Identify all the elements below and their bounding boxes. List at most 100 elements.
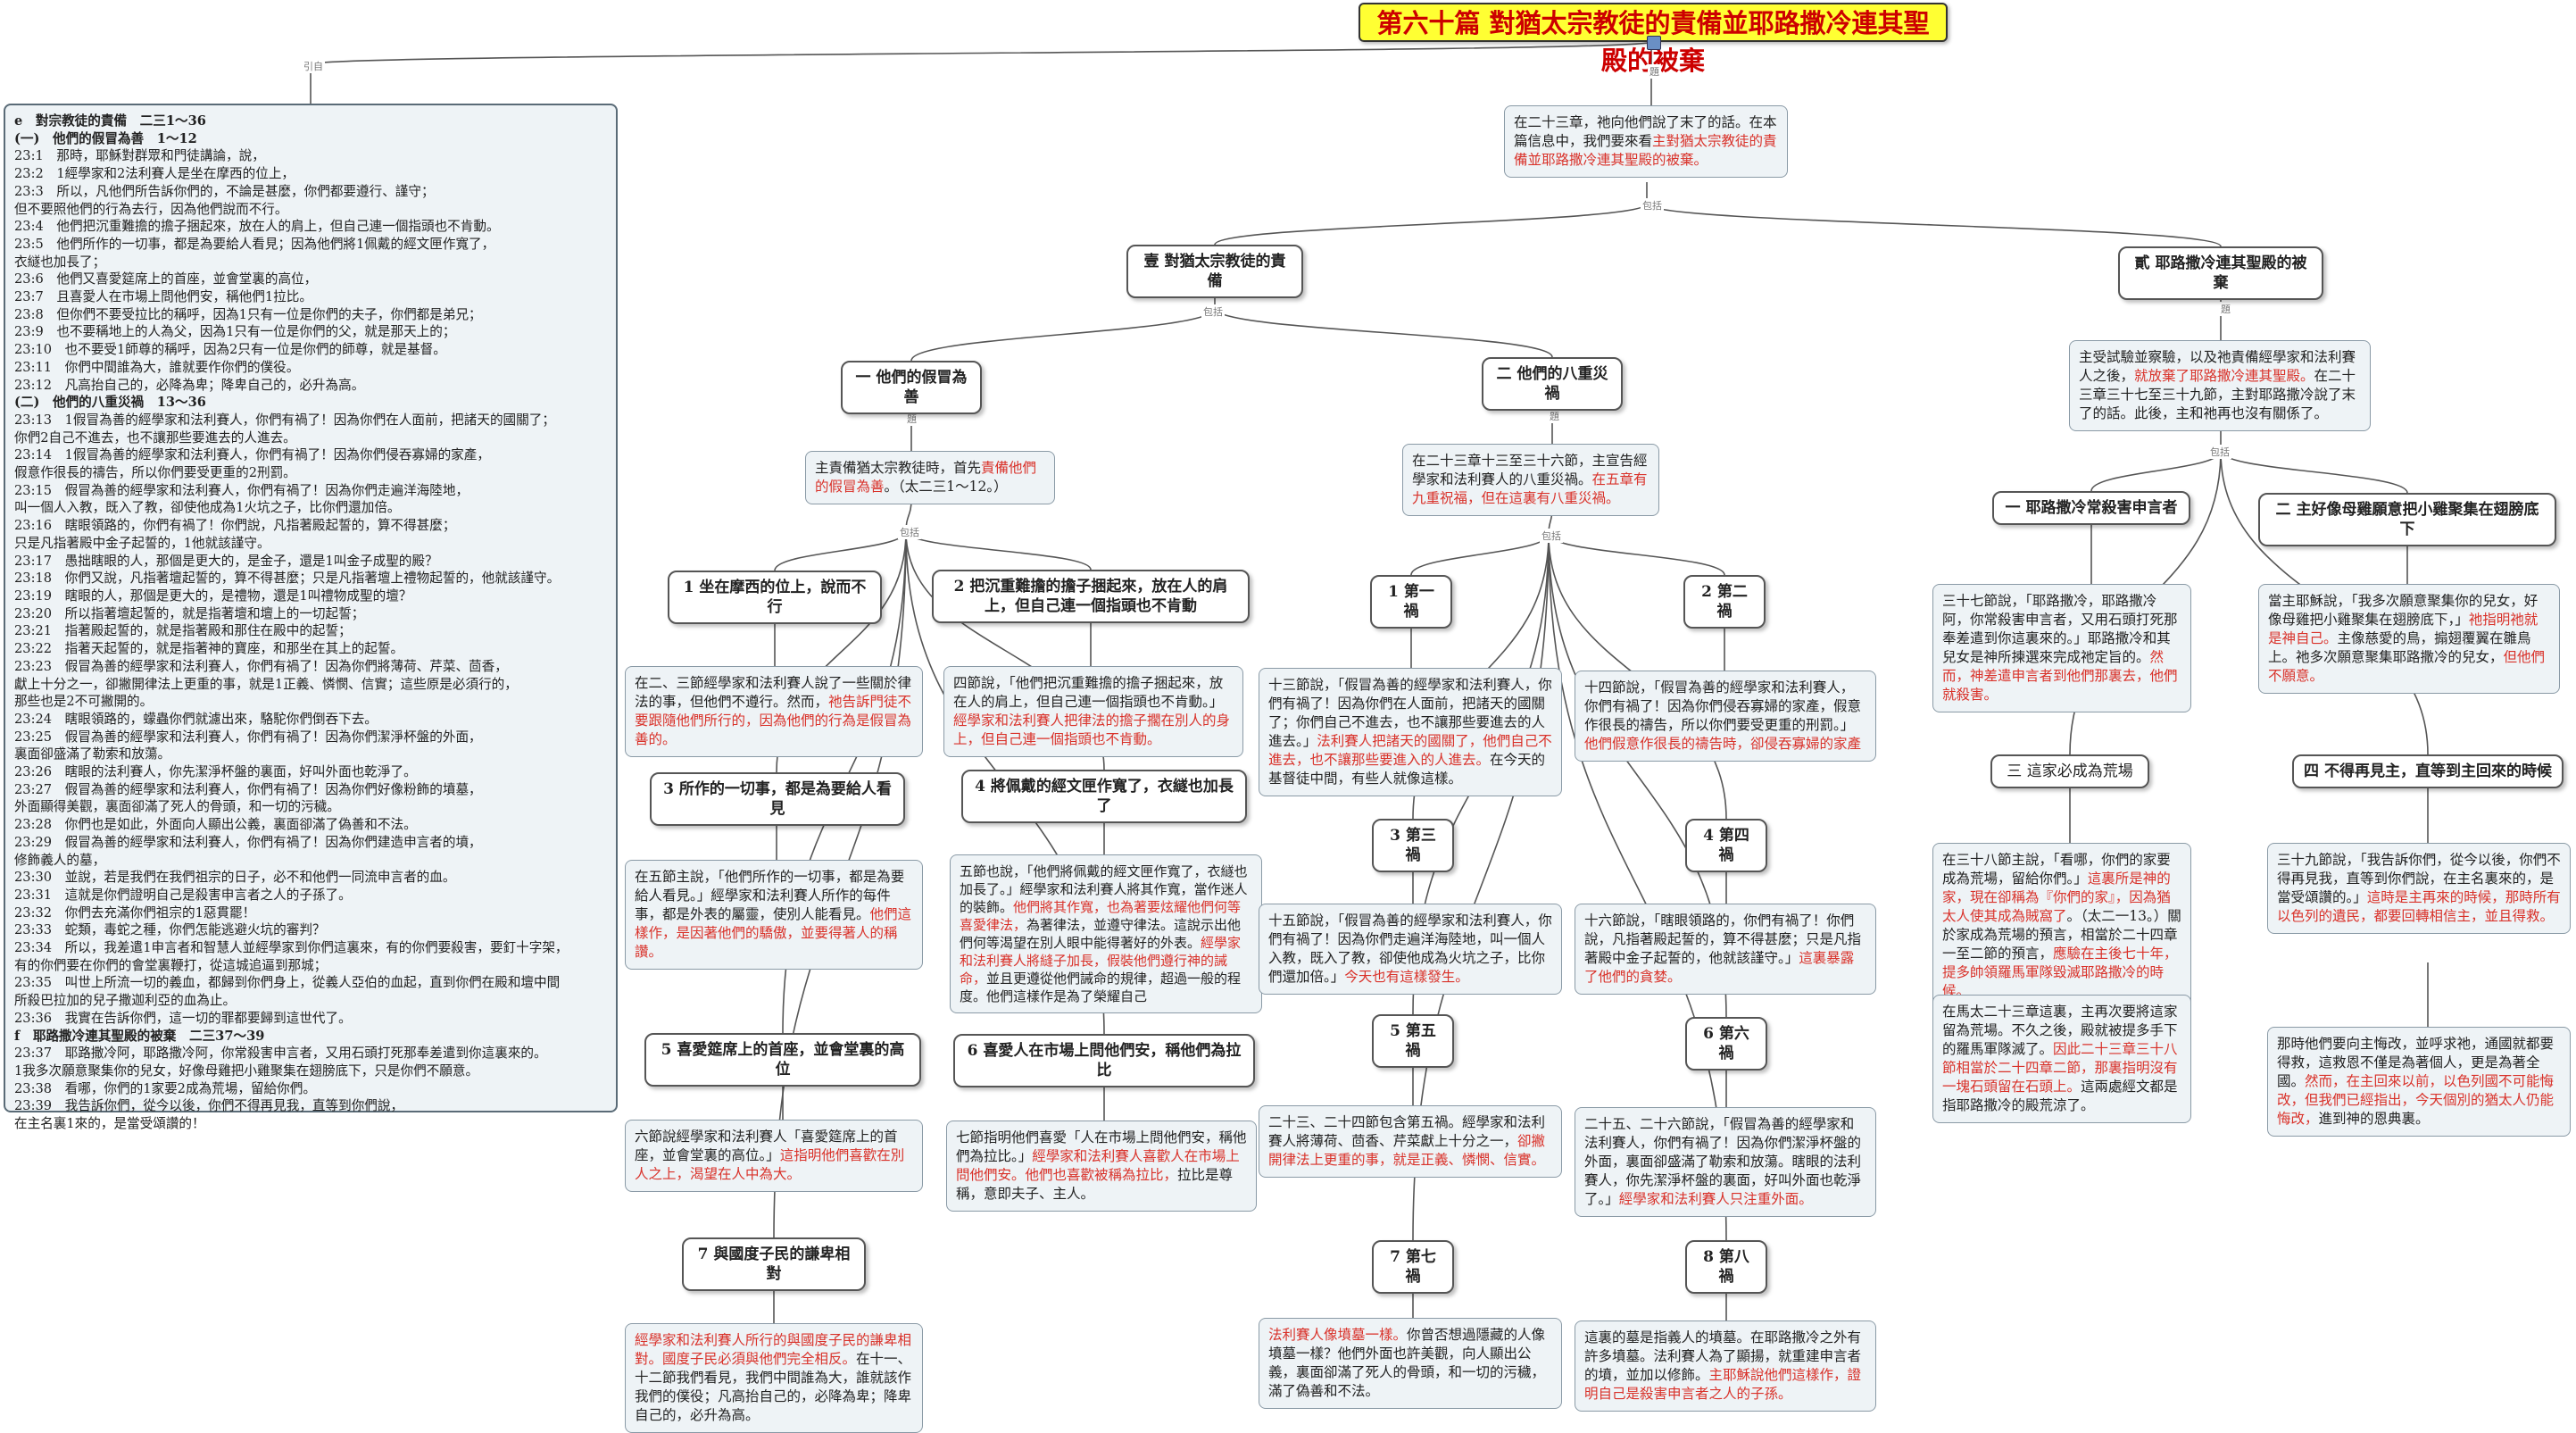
woe7-note: 法利賽人像墳墓一樣。你曾否想過隱藏的人像墳墓一樣？他們外面也許美觀，向人顯出公義… (1259, 1318, 1562, 1409)
item4-note: 五節也說，「他們將佩戴的經文匣作寬了，衣繸也加長了。」經學家和法利賽人將其作寬，… (950, 854, 1262, 1013)
scripture-line: 23:1 那時，耶穌對群眾和門徒講論，說， (14, 148, 265, 164)
b2-item1-header[interactable]: 一 耶路撒冷常殺害申言者 (1992, 491, 2190, 525)
scripture-line: 23:8 但你們不要受拉比的稱呼，因為1只有一位是你們的夫子，你們都是弟兄； (14, 306, 482, 322)
scripture-line: 23:22 指著天起誓的，就是指著神的寶座，和那坐在其上的起誓。 (14, 641, 404, 657)
item1-note: 在二、三節經學家和法利賽人說了一些關於律法的事，但他們不遵行。然而，祂告訴門徒不… (625, 666, 923, 757)
scripture-line: 23:24 瞎眼領路的，蠓蟲你們就濾出來，駱駝你們倒吞下去。 (14, 711, 378, 727)
item2-note: 四節說，「他們把沉重難擔的擔子捆起來，放在人的肩上，但自己連一個指頭也不肯動。」… (943, 666, 1243, 757)
b2-item1-note: 三十七節說，「耶路撒冷，耶路撒冷阿，你常殺害申言者，又用石頭打死那奉差遣到你這裏… (1932, 584, 2191, 712)
sub1-header[interactable]: 一 他們的假冒為善 (841, 361, 982, 414)
scripture-line: 23:3 所以，凡他們所告訴你們的，不論是甚麼，你們都要遵行、謹守； (14, 183, 435, 199)
link-label-ti: 題 (1648, 64, 1661, 79)
note-icon (1647, 36, 1661, 50)
sub2-note: 在二十三章十三至三十六節，主宣告經學家和法利賽人的八重災禍。在五章有九重祝福，但… (1402, 444, 1659, 516)
sub2-header[interactable]: 二 他們的八重災禍 (1482, 357, 1623, 411)
b2-item3-note: 在三十八節主說，「看哪，你們的家要成為荒場，留給你們。」這裏所是神的家，現在卻稱… (1932, 843, 2191, 1009)
sub1-note: 主責備猶太宗教徒時，首先責備他們的假冒為善。（太二三1～12。） (805, 451, 1055, 504)
woe1-header[interactable]: 1 第一禍 (1370, 575, 1452, 629)
scripture-line: 23:27 假冒為善的經學家和法利賽人，你們有禍了！因為你們好像粉飾的墳墓， (14, 781, 482, 797)
scripture-line: 1我多次願意聚集你的兒女，好像母雞把小雞聚集在翅膀底下，只是你們不願意。 (14, 1062, 479, 1079)
scripture-line: 23:15 假冒為善的經學家和法利賽人，你們有禍了！因為你們走遍洋海陸地， (14, 482, 469, 498)
scripture-line: 23:26 瞎眼的法利賽人，你先潔淨杯盤的裏面，好叫外面也乾淨了。 (14, 764, 417, 780)
item7-header[interactable]: 7 與國度子民的謙卑相對 (682, 1237, 866, 1291)
scripture-line: 23:25 假冒為善的經學家和法利賽人，你們有禍了！因為你們潔淨杯盤的外面， (14, 729, 482, 745)
scripture-line: 23:20 所以指著壇起誓的，就是指著壇和壇上的一切起誓； (14, 605, 365, 621)
link-label-ti: 題 (1548, 409, 1561, 423)
scripture-line: 23:2 1經學家和2法利賽人是坐在摩西的位上， (14, 166, 295, 182)
b2-item4-header[interactable]: 四 不得再見主，直等到主回來的時候 (2292, 754, 2564, 788)
scripture-line: 假意作很長的禱告，所以你們要受更重的2刑罰。 (14, 465, 296, 481)
b2-item3-extra-note: 在馬太二十三章這裏，主再次要將這家留為荒場。不久之後，殿就被提多手下的羅馬軍隊滅… (1932, 995, 2191, 1123)
item2-header[interactable]: 2 把沉重難擔的擔子捆起來，放在人的肩上，但自己連一個指頭也不肯動 (932, 570, 1250, 623)
item4-header[interactable]: 4 將佩戴的經文匣作寬了，衣繸也加長了 (961, 770, 1247, 823)
scripture-panel: e 對宗教徒的責備 二三1～36(一) 他們的假冒為善 1～12 23:1 那時，… (4, 104, 618, 1131)
scripture-line: 你們2自己不進去，也不讓那些要進去的人進去。 (14, 429, 296, 446)
woe6-header[interactable]: 6 第六禍 (1685, 1017, 1767, 1071)
scripture-line: 23:17 愚拙瞎眼的人，那個是更大的，是金子，還是1叫金子成聖的殿？ (14, 553, 438, 569)
scripture-line: 23:37 耶路撒冷阿，耶路撒冷阿，你常殺害申言者，又用石頭打死那奉差遣到你這裏… (14, 1046, 547, 1062)
scripture-line: 衣繸也加長了； (14, 254, 106, 270)
b2-item4-note: 三十九節說，「我告訴你們，從今以後，你們不得再見我，直等到你們說，在主名裏來的，… (2267, 843, 2571, 934)
scripture-line: 23:9 也不要稱地上的人為父，因為1只有一位是你們的父，就是那天上的； (14, 324, 456, 340)
item1-header[interactable]: 1 坐在摩西的位上，說而不行 (668, 571, 882, 624)
scripture-line: 23:13 1假冒為善的經學家和法利賽人，你們有禍了！因為你們在人面前，把諸天的… (14, 412, 555, 428)
woe3-header[interactable]: 3 第三禍 (1372, 819, 1454, 872)
item5-note: 六節說經學家和法利賽人「喜愛筵席上的首座，並會堂裏的高位。」這指明他們喜歡在別人… (625, 1120, 923, 1192)
link-label-baokuo: 包括 (1540, 529, 1563, 543)
woe8-header[interactable]: 8 第八禍 (1685, 1240, 1767, 1294)
b2-item3-header[interactable]: 三 這家必成為荒場 (1990, 754, 2149, 788)
scripture-line: 23:7 且喜愛人在市場上問他們安，稱他們1拉比。 (14, 289, 312, 305)
branch2-note: 主受試驗並察驗，以及祂責備經學家和法利賽人之後，就放棄了耶路撒冷連其聖殿。在二十… (2069, 340, 2371, 431)
scripture-line: 23:34 所以，我差遣1申言者和智慧人並經學家到你們這裏來，有的你們要殺害，要… (14, 940, 569, 956)
item5-header[interactable]: 5 喜愛筵席上的首座，並會堂裏的高位 (644, 1033, 921, 1087)
scripture-line: 23:29 假冒為善的經學家和法利賽人，你們有禍了！因為你們建造申言者的墳， (14, 834, 482, 850)
woe1-note: 十三節說，「假冒為善的經學家和法利賽人，你們有禍了！因為你們在人面前，把諸天的國… (1259, 668, 1562, 796)
woe2-header[interactable]: 2 第二禍 (1683, 575, 1766, 629)
item6-header[interactable]: 6 喜愛人在市場上問他們安，稱他們為拉比 (953, 1034, 1255, 1087)
link-label-baokuo: 包括 (1641, 198, 1664, 212)
woe7-header[interactable]: 7 第七禍 (1372, 1240, 1454, 1294)
scripture-line: e 對宗教徒的責備 二三1～36 (14, 113, 206, 129)
scripture-line: 23:5 他們所作的一切事，都是為要給人看見；因為他們將1佩戴的經文匣作寬了， (14, 236, 495, 252)
scripture-line: 23:23 假冒為善的經學家和法利賽人，你們有禍了！因為你們將薄荷、芹菜、茴香， (14, 658, 508, 674)
woe5-header[interactable]: 5 第五禍 (1372, 1014, 1454, 1068)
link-label-baokuo: 包括 (898, 525, 921, 539)
scripture-line: 23:4 他們把沉重難擔的擔子捆起來，放在人的肩上，但自己連一個指頭也不肯動。 (14, 219, 500, 235)
page-title: 第六十篇 對猶太宗教徒的責備並耶路撒冷連其聖殿的被棄 (1359, 3, 1948, 76)
scripture-line: 那些也是2不可撇開的。 (14, 694, 154, 710)
scripture-line: 23:6 他們又喜愛筵席上的首座，並會堂裏的高位， (14, 271, 318, 287)
scripture-line: 裏面卻盛滿了勒索和放蕩。 (14, 746, 171, 762)
scripture-line: 在主名裏1來的，是當受頌讚的！ (14, 1116, 205, 1132)
scripture-line: 所殺巴拉加的兒子撒迦利亞的血為止。 (14, 993, 237, 1009)
scripture-line: 23:39 我告訴你們，從今以後，你們不得再見我，直等到你們說， (14, 1098, 404, 1114)
link-label-ti: 題 (2219, 302, 2232, 316)
scripture-line: 23:38 看哪，你們的1家要2成為荒場，留給你們。 (14, 1080, 316, 1096)
scripture-line: (二) 他們的八重災禍 13～36 (14, 395, 206, 411)
item3-header[interactable]: 3 所作的一切事，都是為要給人看見 (650, 772, 905, 826)
scripture-line: 23:10 也不要受1師尊的稱呼，因為2只有一位是你們的師尊，就是基督。 (14, 342, 446, 358)
scripture-line: 23:11 你們中間誰為大，誰就要作你們的僕役。 (14, 359, 300, 375)
intro-note: 在二十三章，祂向他們說了末了的話。在本篇信息中，我們要來看主對猶太宗教徒的責備並… (1504, 105, 1788, 178)
scripture-line: 有的你們要在你們的會堂裏鞭打，從這城追逼到那城； (14, 957, 328, 973)
scripture-line: 外面顯得美觀，裏面卻滿了死人的骨頭，和一切的污穢。 (14, 799, 340, 815)
woe4-header[interactable]: 4 第四禍 (1685, 819, 1767, 872)
scripture-line: 23:18 你們又說，凡指著壇起誓的，算不得甚麼；只是凡指著壇上禮物起誓的，他就… (14, 571, 561, 587)
scripture-line: 23:30 並說，若是我們在我們祖宗的日子，必不和他們一同流申言者的血。 (14, 870, 456, 886)
scripture-line: 23:12 凡高抬自己的，必降為卑；降卑自己的，必升為高。 (14, 377, 365, 393)
item6-note: 七節指明他們喜愛「人在市場上問他們安，稱他們為拉比。」經學家和法利賽人喜歡人在市… (946, 1121, 1257, 1212)
woe6-note: 二十五、二十六節說，「假冒為善的經學家和法利賽人，你們有禍了！因為你們潔淨杯盤的… (1575, 1107, 1876, 1217)
scripture-line: (一) 他們的假冒為善 1～12 (14, 130, 197, 146)
scripture-line: f 耶路撒冷連其聖殿的被棄 二三37～39 (14, 1028, 265, 1044)
woe3-note: 十五節說，「假冒為善的經學家和法利賽人，你們有禍了！因為你們走遍洋海陸地，叫一個… (1259, 904, 1562, 995)
scripture-line: 23:28 你們也是如此，外面向人顯出公義，裏面卻滿了偽善和不法。 (14, 817, 417, 833)
scripture-line: 23:32 你們去充滿你們祖宗的1惡貫罷！ (14, 904, 256, 921)
b2-item2-note: 當主耶穌說，「我多次願意聚集你的兒女，好像母雞把小雞聚集在翅膀底下，」祂指明祂就… (2258, 584, 2560, 694)
branch1-header[interactable]: 壹 對猶太宗教徒的責備 (1126, 245, 1303, 298)
woe8-note: 這裏的墓是指義人的墳墓。在耶路撒冷之外有許多墳墓。法利賽人為了顯揚，就重建申言者… (1575, 1321, 1876, 1412)
branch2-header[interactable]: 貳 耶路撒冷連其聖殿的被棄 (2118, 246, 2323, 300)
woe4-note: 十六節說，「瞎眼領路的，你們有禍了！你們說，凡指著殿起誓的，算不得甚麼；只是凡指… (1575, 904, 1876, 995)
item7-note: 經學家和法利賽人所行的與國度子民的謙卑相對。國度子民必須與他們完全相反。在十一、… (625, 1323, 923, 1433)
b2-item2-header[interactable]: 二 主好像母雞願意把小雞聚集在翅膀底下 (2258, 493, 2556, 546)
link-label-ti: 題 (905, 412, 918, 426)
scripture-line: 修飾義人的墓， (14, 852, 106, 868)
